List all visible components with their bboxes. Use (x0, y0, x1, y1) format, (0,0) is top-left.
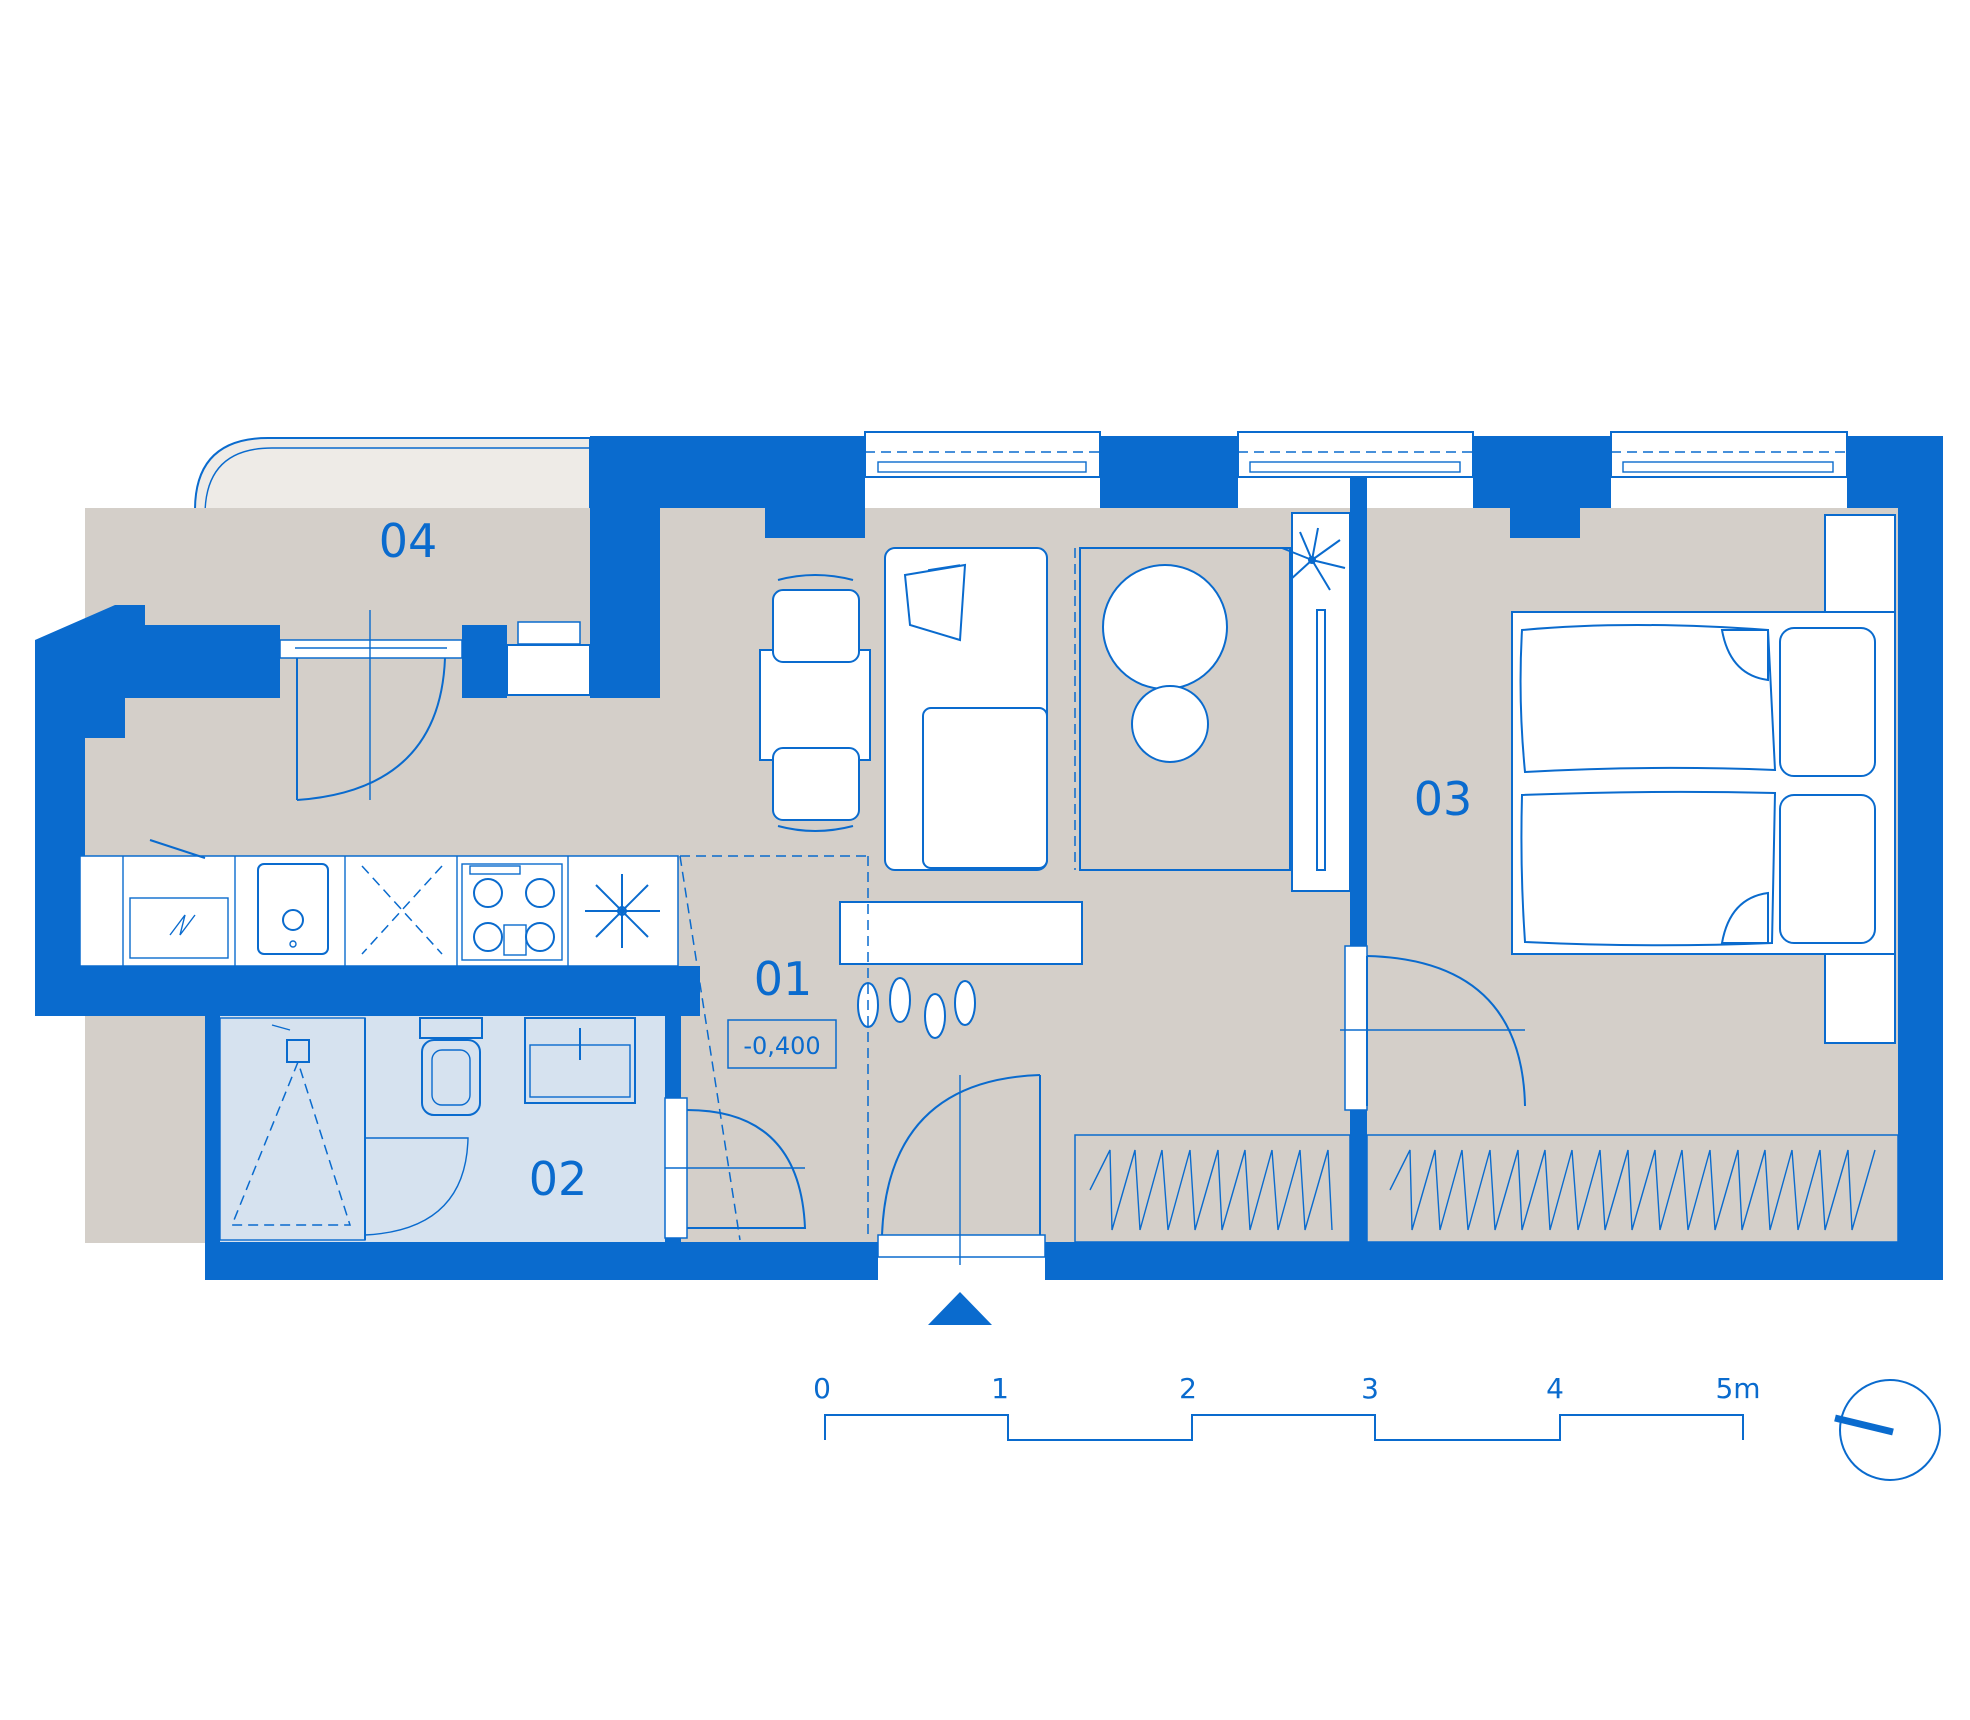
plant-icon (1281, 527, 1346, 591)
shower (219, 1017, 366, 1241)
hood (585, 874, 660, 948)
entrance-triangle-icon (928, 1292, 992, 1325)
bathroom-floor (220, 1016, 665, 1242)
kitchen (122, 839, 660, 966)
wall-partition-03 (1350, 468, 1367, 946)
level-marker: -0,400 (743, 1032, 820, 1060)
wall-top-notch-1 (765, 506, 865, 538)
window-2 (1237, 431, 1474, 478)
wall-partition-03-lower (1350, 1110, 1367, 1242)
room-label-04: 04 (379, 514, 438, 568)
scale-tick-4: 4 (1546, 1372, 1564, 1405)
door-bedroom (1340, 945, 1526, 1111)
sink (257, 863, 329, 955)
north-arrow-icon (1834, 1379, 1941, 1481)
bed (1511, 611, 1896, 955)
wall-top-notch-3 (1510, 506, 1580, 538)
sofa (884, 547, 1048, 871)
wall-left-upper (35, 605, 280, 966)
wall-bath-left (205, 978, 220, 1280)
wardrobe-bedroom (1366, 1134, 1899, 1243)
bathroom (219, 1017, 636, 1241)
wall-top-2 (1100, 436, 1238, 508)
scale-tick-5: 5m (1715, 1372, 1760, 1405)
dishwasher (361, 865, 443, 955)
shoe-bench (839, 901, 1083, 965)
wall-left-lower (35, 966, 700, 1016)
walls (35, 436, 1943, 1280)
window-1 (864, 431, 1101, 478)
doors (279, 610, 1526, 1265)
wall-balcony-right (590, 436, 660, 698)
window-3 (1610, 431, 1848, 478)
scale-tick-0: 0 (813, 1372, 831, 1405)
room-label-01: 01 (754, 952, 813, 1006)
rug (1074, 547, 1291, 871)
wall-outer-bottom-right (1045, 1242, 1943, 1280)
room-label-03: 03 (1414, 772, 1473, 826)
toilet (419, 1017, 483, 1116)
wall-outer-right (1898, 436, 1943, 1280)
wall-outer-bottom-left (205, 1242, 878, 1280)
wall-balcony-mid (462, 625, 507, 698)
scale-tick-2: 2 (1179, 1372, 1197, 1405)
room-label-02: 02 (529, 1152, 588, 1206)
level-box (727, 1019, 837, 1069)
wall-top-3 (1473, 436, 1611, 508)
door-bathroom (664, 1097, 807, 1239)
scale-bar: 0 1 2 3 4 5m (813, 1372, 1761, 1441)
wall-top-4 (1847, 436, 1943, 508)
scale-tick-1: 1 (991, 1372, 1009, 1405)
door-balcony (279, 610, 463, 801)
washbasin (524, 1017, 636, 1104)
stove (461, 863, 563, 961)
living-room-furniture (679, 512, 1351, 1241)
bedroom-furniture (1074, 514, 1899, 1243)
windows (506, 431, 1848, 696)
fridge (129, 839, 229, 959)
door-entrance (877, 1074, 1046, 1265)
window-balcony-small (506, 621, 591, 696)
dining-table (759, 574, 871, 832)
scale-tick-3: 3 (1361, 1372, 1379, 1405)
wardrobe-living (1074, 1134, 1351, 1243)
